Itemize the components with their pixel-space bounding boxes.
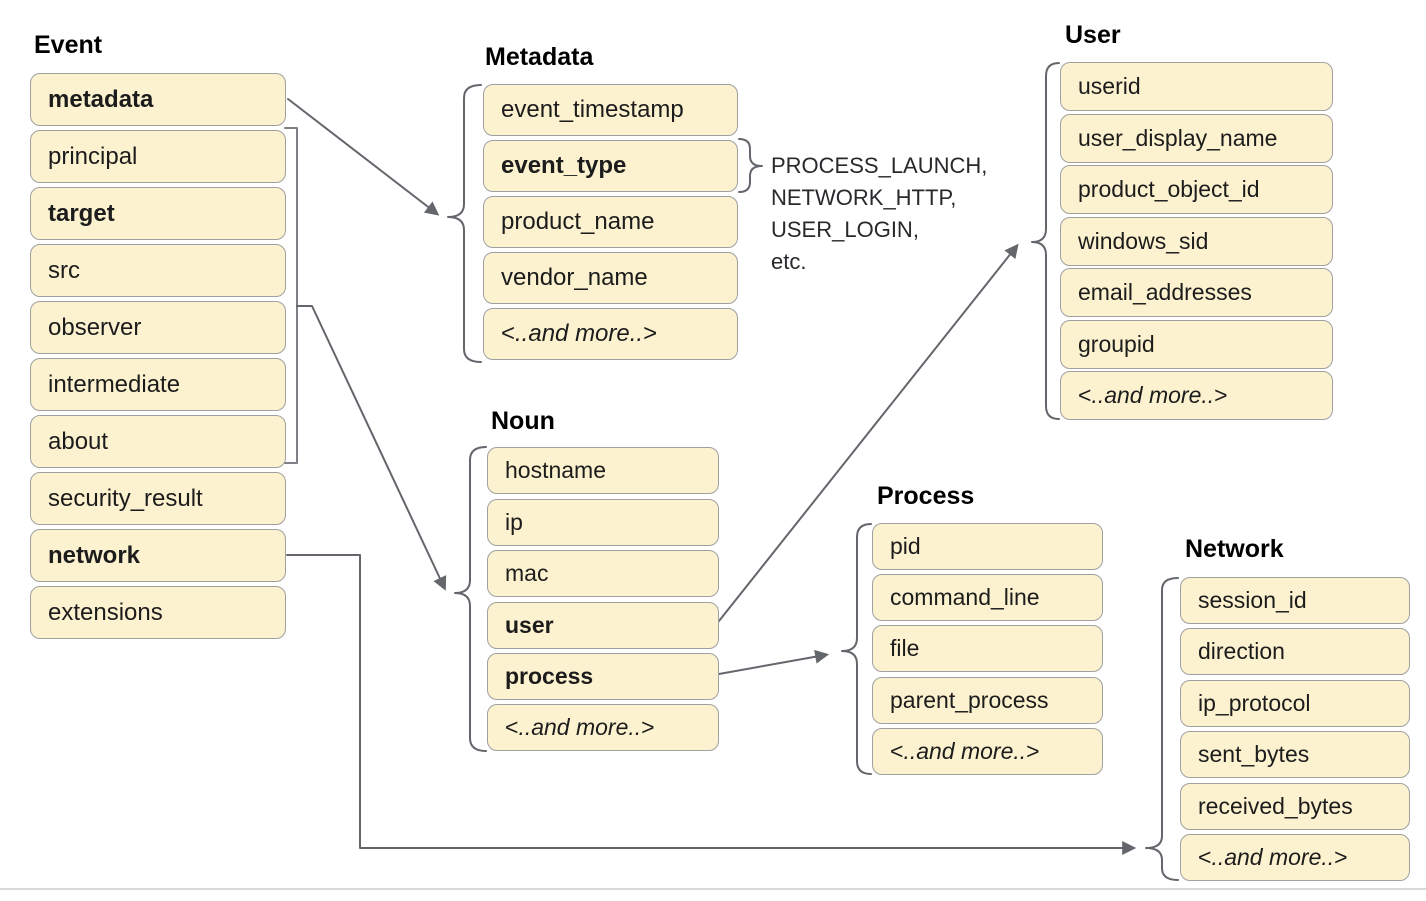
network-group-title: Network (1185, 535, 1284, 563)
metadata-field-vendor-name: vendor_name (483, 252, 738, 304)
event-type-example-line: USER_LOGIN, (771, 217, 919, 242)
user-field-windows-sid: windows_sid (1060, 217, 1333, 266)
metadata-field-event-type: event_type (483, 140, 738, 192)
user-field-product-object-id: product_object_id (1060, 165, 1333, 214)
network-field-received-bytes: received_bytes (1180, 783, 1410, 830)
user-field-userid: userid (1060, 62, 1333, 111)
event-type-example-line: NETWORK_HTTP, (771, 185, 957, 210)
user-field-groupid: groupid (1060, 320, 1333, 369)
brace-event-type-values (738, 138, 763, 193)
event-group-title: Event (34, 31, 103, 59)
event-field-intermediate: intermediate (30, 358, 286, 411)
brace-metadata-group (447, 84, 482, 363)
process-group-title: Process (877, 482, 975, 510)
event-field-metadata: metadata (30, 73, 286, 126)
arrow-network-to-network-group (286, 554, 1137, 855)
noun-group-title: Noun (491, 407, 555, 435)
bottom-divider (0, 888, 1426, 890)
arrow-event-fields-to-noun-group (296, 305, 447, 591)
network-field-and-more: < ..and more.. > (1180, 834, 1410, 881)
process-field-pid: pid (872, 523, 1103, 570)
brace-process-group (841, 523, 872, 775)
noun-field-mac: mac (487, 550, 719, 597)
arrow-process-to-process-group (718, 649, 830, 675)
network-field-sent-bytes: sent_bytes (1180, 731, 1410, 778)
event-field-src: src (30, 244, 286, 297)
noun-field-user: user (487, 602, 719, 649)
brace-noun-group (454, 446, 487, 752)
noun-field-and-more: < ..and more.. > (487, 704, 719, 751)
event-field-observer: observer (30, 301, 286, 354)
noun-field-process: process (487, 653, 719, 700)
arrow-metadata-to-metadata-group (287, 98, 440, 216)
network-field-ip-protocol: ip_protocol (1180, 680, 1410, 727)
bracket-event-noun-fields (284, 127, 298, 464)
noun-field-hostname: hostname (487, 447, 719, 494)
event-field-about: about (30, 415, 286, 468)
user-field-and-more: < ..and more.. > (1060, 371, 1333, 420)
network-field-session-id: session_id (1180, 577, 1410, 624)
user-group-title: User (1065, 21, 1121, 49)
metadata-group-title: Metadata (485, 43, 594, 71)
brace-network-group (1145, 577, 1179, 881)
event-field-target: target (30, 187, 286, 240)
user-field-email-addresses: email_addresses (1060, 268, 1333, 317)
event-field-network: network (30, 529, 286, 582)
process-field-command-line: command_line (872, 574, 1103, 621)
metadata-field-product-name: product_name (483, 196, 738, 248)
process-field-parent-process: parent_process (872, 677, 1103, 724)
process-field-and-more: < ..and more.. > (872, 728, 1103, 775)
process-field-file: file (872, 625, 1103, 672)
event-type-example-line: PROCESS_LAUNCH, (771, 153, 988, 178)
network-field-direction: direction (1180, 628, 1410, 675)
noun-field-ip: ip (487, 499, 719, 546)
arrow-user-to-user-group (718, 243, 1019, 622)
event-field-security-result: security_result (30, 472, 286, 525)
metadata-field-and-more: < ..and more.. > (483, 308, 738, 360)
metadata-field-event-timestamp: event_timestamp (483, 84, 738, 136)
event-type-example-line: etc. (771, 249, 807, 274)
event-field-principal: principal (30, 130, 286, 183)
event-field-extensions: extensions (30, 586, 286, 639)
event-type-examples: PROCESS_LAUNCH, NETWORK_HTTP, USER_LOGIN… (771, 150, 987, 278)
user-field-user-display-name: user_display_name (1060, 114, 1333, 163)
brace-user-group (1031, 62, 1060, 420)
